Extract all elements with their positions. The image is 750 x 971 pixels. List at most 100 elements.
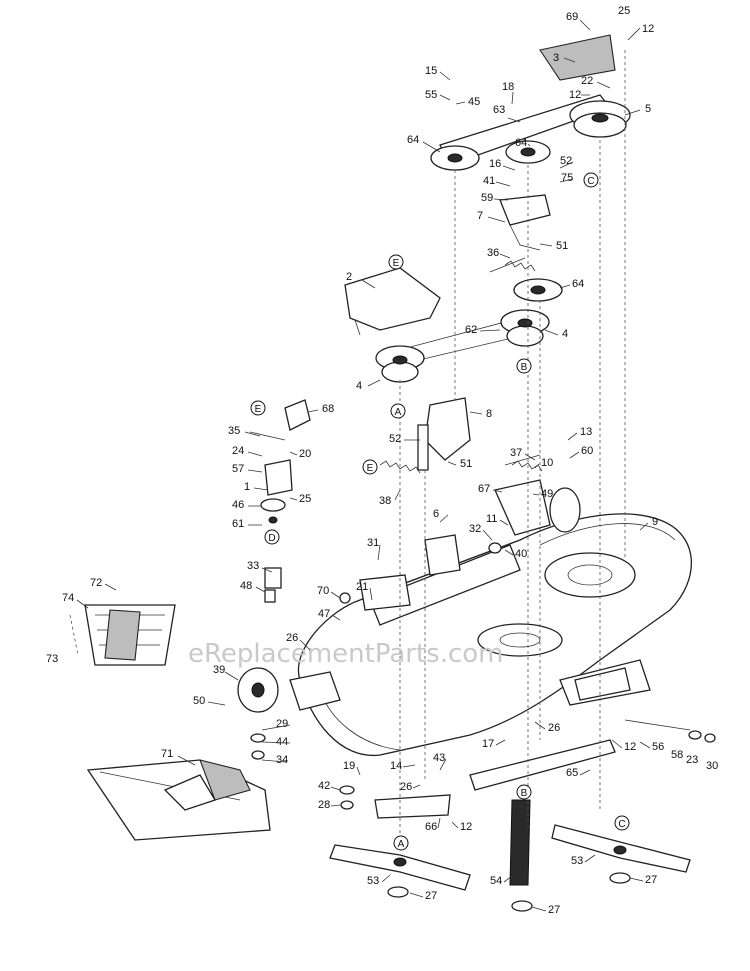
label-4: 4 — [356, 380, 362, 392]
label-30: 30 — [706, 760, 718, 772]
label-66: 66 — [425, 821, 437, 833]
label-37: 37 — [510, 447, 522, 459]
label-40: 40 — [515, 548, 527, 560]
label-8: 8 — [486, 408, 492, 420]
svg-text:D: D — [268, 533, 275, 544]
label-14: 14 — [390, 760, 402, 772]
label-59: 59 — [481, 192, 493, 204]
label-53: 53 — [571, 855, 583, 867]
label-58: 58 — [671, 749, 683, 761]
label-67: 67 — [478, 483, 490, 495]
svg-text:C: C — [618, 819, 625, 830]
label-42: 42 — [318, 780, 330, 792]
label-49: 49 — [541, 488, 553, 500]
label-12: 12 — [569, 89, 581, 101]
label-18: 18 — [502, 81, 514, 93]
label-6: 6 — [433, 508, 439, 520]
svg-text:E: E — [367, 463, 374, 474]
label-13: 13 — [580, 426, 592, 438]
label-19: 19 — [343, 760, 355, 772]
label-64: 64 — [407, 134, 419, 146]
label-50: 50 — [193, 695, 205, 707]
label-54: 54 — [490, 875, 502, 887]
callout-c-upper: C — [583, 172, 599, 188]
label-51: 51 — [556, 240, 568, 252]
callout-a-blade: A — [393, 835, 409, 851]
label-52: 52 — [389, 433, 401, 445]
label-31: 31 — [367, 537, 379, 549]
callout-e-left: E — [250, 400, 266, 416]
label-63: 63 — [493, 104, 505, 116]
label-10: 10 — [541, 457, 553, 469]
callout-c-blade: C — [614, 815, 630, 831]
label-64: 64 — [515, 137, 527, 149]
callout-e-upper: E — [388, 254, 404, 270]
label-20: 20 — [299, 448, 311, 460]
label-22: 22 — [581, 75, 593, 87]
label-9: 9 — [652, 516, 658, 528]
label-7: 7 — [477, 210, 483, 222]
label-39: 39 — [213, 664, 225, 676]
callout-d: D — [264, 529, 280, 545]
label-46: 46 — [232, 499, 244, 511]
label-61: 61 — [232, 518, 244, 530]
label-12: 12 — [642, 23, 654, 35]
label-47: 47 — [318, 608, 330, 620]
label-33: 33 — [247, 560, 259, 572]
callout-e-spring: E — [362, 459, 378, 475]
label-74: 74 — [62, 592, 74, 604]
label-12: 12 — [624, 741, 636, 753]
label-25: 25 — [299, 493, 311, 505]
lift-linkage-left — [249, 399, 311, 524]
label-23: 23 — [686, 754, 698, 766]
svg-text:E: E — [255, 404, 262, 415]
label-70: 70 — [317, 585, 329, 597]
label-64: 64 — [572, 278, 584, 290]
label-68: 68 — [322, 403, 334, 415]
label-27: 27 — [425, 890, 437, 902]
label-1: 1 — [244, 481, 250, 493]
label-72: 72 — [90, 577, 102, 589]
label-17: 17 — [482, 738, 494, 750]
label-5: 5 — [645, 103, 651, 115]
belt-cover — [344, 267, 441, 336]
callout-b-upper: B — [516, 358, 532, 374]
label-41: 41 — [483, 175, 495, 187]
label-16: 16 — [489, 158, 501, 170]
label-28: 28 — [318, 799, 330, 811]
part-labels: 69 25 12 3 22 12 5 15 55 45 18 63 64 64 … — [46, 5, 718, 916]
label-32: 32 — [469, 523, 481, 535]
label-35: 35 — [228, 425, 240, 437]
label-48: 48 — [240, 580, 252, 592]
svg-text:B: B — [521, 788, 528, 799]
label-12: 12 — [460, 821, 472, 833]
svg-text:A: A — [395, 407, 402, 418]
upper-belt-assembly — [430, 34, 631, 251]
label-26: 26 — [400, 781, 412, 793]
label-62: 62 — [465, 324, 477, 336]
label-55: 55 — [425, 89, 437, 101]
svg-text:C: C — [587, 176, 594, 187]
label-75: 75 — [561, 172, 573, 184]
leader-lines — [76, 19, 651, 912]
blade-b — [509, 799, 533, 912]
label-38: 38 — [379, 495, 391, 507]
label-27: 27 — [645, 874, 657, 886]
callout-circles: A B C D E E E A B C — [250, 172, 630, 851]
label-34: 34 — [276, 754, 288, 766]
label-43: 43 — [433, 752, 445, 764]
label-2: 2 — [346, 271, 352, 283]
label-65: 65 — [566, 767, 578, 779]
svg-text:B: B — [521, 362, 528, 373]
label-56: 56 — [652, 741, 664, 753]
callout-b-blade: B — [516, 784, 532, 800]
svg-text:E: E — [393, 258, 400, 269]
label-24: 24 — [232, 445, 244, 457]
label-29: 29 — [276, 718, 288, 730]
lower-belt-assembly — [375, 257, 563, 383]
watermark-text: eReplacementParts.com — [188, 639, 504, 669]
svg-text:A: A — [398, 839, 405, 850]
label-27: 27 — [548, 904, 560, 916]
idler-bracket — [417, 397, 471, 471]
